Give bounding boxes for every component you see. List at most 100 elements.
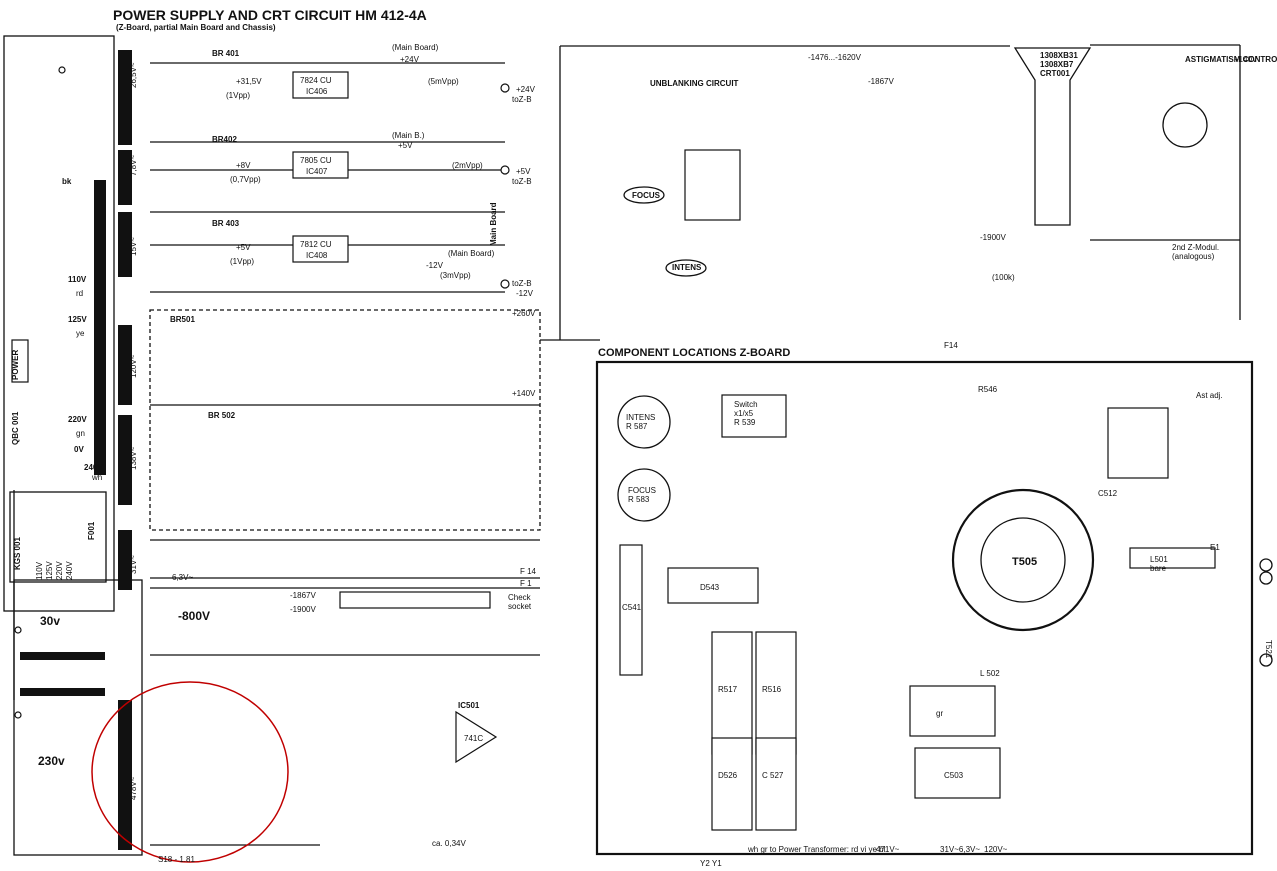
c524-footprint: [755, 631, 797, 755]
zboard-471v: wh gr to Power Transformer: rd vi ye bl: [747, 845, 886, 854]
ic502-optocoupler: [684, 149, 741, 221]
tap-220v: 220V: [68, 415, 87, 424]
l502-label: L 502: [980, 669, 1000, 678]
mains-section: 30v 230v -800V bk 110V rd 125V ye 220V g…: [3, 35, 210, 856]
br402-ripple: (0,7Vpp): [230, 175, 261, 184]
zboard-outline: [595, 360, 1254, 856]
mb-note-4: +5V: [398, 141, 413, 150]
br402-winding: 7,8V~: [129, 155, 138, 176]
unblank-range: -1476...-1620V: [808, 53, 862, 62]
astig-supply: +140V: [1234, 55, 1258, 64]
br401-volt: +31,5V: [236, 77, 262, 86]
minus48-section: 6,3V~ F 14 F 1: [150, 539, 540, 589]
t513-label: R546: [978, 385, 998, 394]
fuse-tap-240: 240V: [65, 561, 74, 580]
tap-bk: bk: [62, 177, 72, 186]
c522-label: D526: [718, 771, 738, 780]
fuse-tap-110: 110V: [35, 561, 44, 580]
ic501-type: 741C: [464, 734, 483, 743]
page-title: POWER SUPPLY AND CRT CIRCUIT HM 412-4A: [113, 7, 427, 23]
c541-footprint: [619, 544, 643, 676]
heater-f1: F 1: [520, 579, 532, 588]
mb-note-6: (Main Board): [448, 249, 495, 258]
reg-7824: [292, 71, 349, 99]
r5904-footprint: [1107, 407, 1169, 479]
reg-7805: [292, 151, 349, 179]
reg-7812: [292, 235, 349, 263]
unblanking-title: UNBLANKING CIRCUIT: [650, 79, 739, 88]
transformer-core-bar: [94, 180, 106, 475]
reg-7824-label: 7824 CU: [300, 76, 332, 85]
bnc-label: 2nd Z-Modul.(analogous): [1172, 243, 1219, 261]
unblank-1867: -1867V: [868, 77, 894, 86]
handwritten-230v: 230v: [38, 754, 65, 768]
main-board-label: Main Board: [489, 202, 498, 246]
reg-7812-label: 7812 CU: [300, 240, 332, 249]
br501-ref: BR501: [170, 315, 195, 324]
c526-label: gr: [936, 709, 943, 718]
check-socket-strip: [339, 591, 491, 609]
heater-63v: 6,3V~: [172, 573, 193, 582]
out-260v: +260V: [512, 309, 536, 318]
tap-rd: rd: [76, 289, 83, 298]
switch-label: QBC 001: [11, 411, 20, 445]
unblank-1900: -1900V: [980, 233, 1006, 242]
mb-note-8: (3mVpp): [440, 271, 471, 280]
reg-7812-ic: IC408: [306, 251, 328, 260]
r525-footprint: [1129, 547, 1216, 569]
mb-note-3: (Main B.): [392, 131, 425, 140]
intens-pot-footprint: [617, 395, 671, 449]
c527-label: C503: [944, 771, 964, 780]
br401-winding: 26,5V~: [129, 62, 138, 88]
focus-pot-outline: [623, 186, 665, 204]
c541-label: C541: [622, 603, 642, 612]
br501-winding: 120V~: [129, 354, 138, 378]
unblanking-circuit: UNBLANKING CIRCUIT FOCUS INTENS -1476...…: [540, 45, 1015, 350]
hv-regulators: +260V +140V: [149, 309, 541, 531]
reg-7805-ic: IC407: [306, 167, 328, 176]
out-m12v-to: toZ-B: [512, 279, 532, 288]
hv-cascade: IC501 741C S18 - 1.81 ca. 0,34V: [91, 654, 540, 864]
tap-110v: 110V: [68, 275, 87, 284]
fuse-label: F001: [87, 521, 96, 540]
out-140v: +140V: [512, 389, 536, 398]
out-5v-to: toZ-B: [512, 177, 532, 186]
crt-socket-inner: [980, 517, 1066, 603]
l501-label: E1: [1210, 543, 1220, 552]
br502-ref: BR 502: [208, 411, 236, 420]
out-24v: +24V: [516, 85, 536, 94]
zboard-title: COMPONENT LOCATIONS Z-BOARD: [598, 347, 790, 359]
focus-label: FOCUS: [632, 191, 661, 200]
hv-ca-voltage: ca. 0,34V: [432, 839, 466, 848]
tap-ye: ye: [76, 329, 85, 338]
br403-winding: 15V~: [129, 237, 138, 256]
br403-ref: BR 403: [212, 219, 240, 228]
unblank-heater: (100k): [992, 273, 1015, 282]
crt-neck-circle: [951, 488, 1095, 632]
fuse-tap-125: 125V: [45, 561, 54, 580]
c523-label: R517: [718, 685, 738, 694]
br502-winding: 138V~: [129, 446, 138, 470]
terminal-e2: [1259, 653, 1273, 667]
page-subtitle: (Z-Board, partial Main Board and Chassis…: [116, 23, 276, 32]
c521-footprint: [755, 737, 797, 831]
minus48-winding: 31V~: [129, 555, 138, 574]
mb-note-1: +24V: [400, 55, 420, 64]
intens-label: INTENS: [672, 263, 702, 272]
fuse-holder-label: KGS 001: [13, 537, 22, 570]
crt-tube-outline: [1013, 47, 1092, 226]
intens-pot-outline: [665, 259, 707, 277]
to-cr-board-label: T521: [1264, 640, 1273, 659]
tap-0v: 0V: [74, 445, 84, 454]
ic501-opamp: [455, 710, 498, 764]
c542-label: D543: [700, 583, 720, 592]
c524-label: R516: [762, 685, 782, 694]
t514-label: C512: [1098, 489, 1118, 498]
